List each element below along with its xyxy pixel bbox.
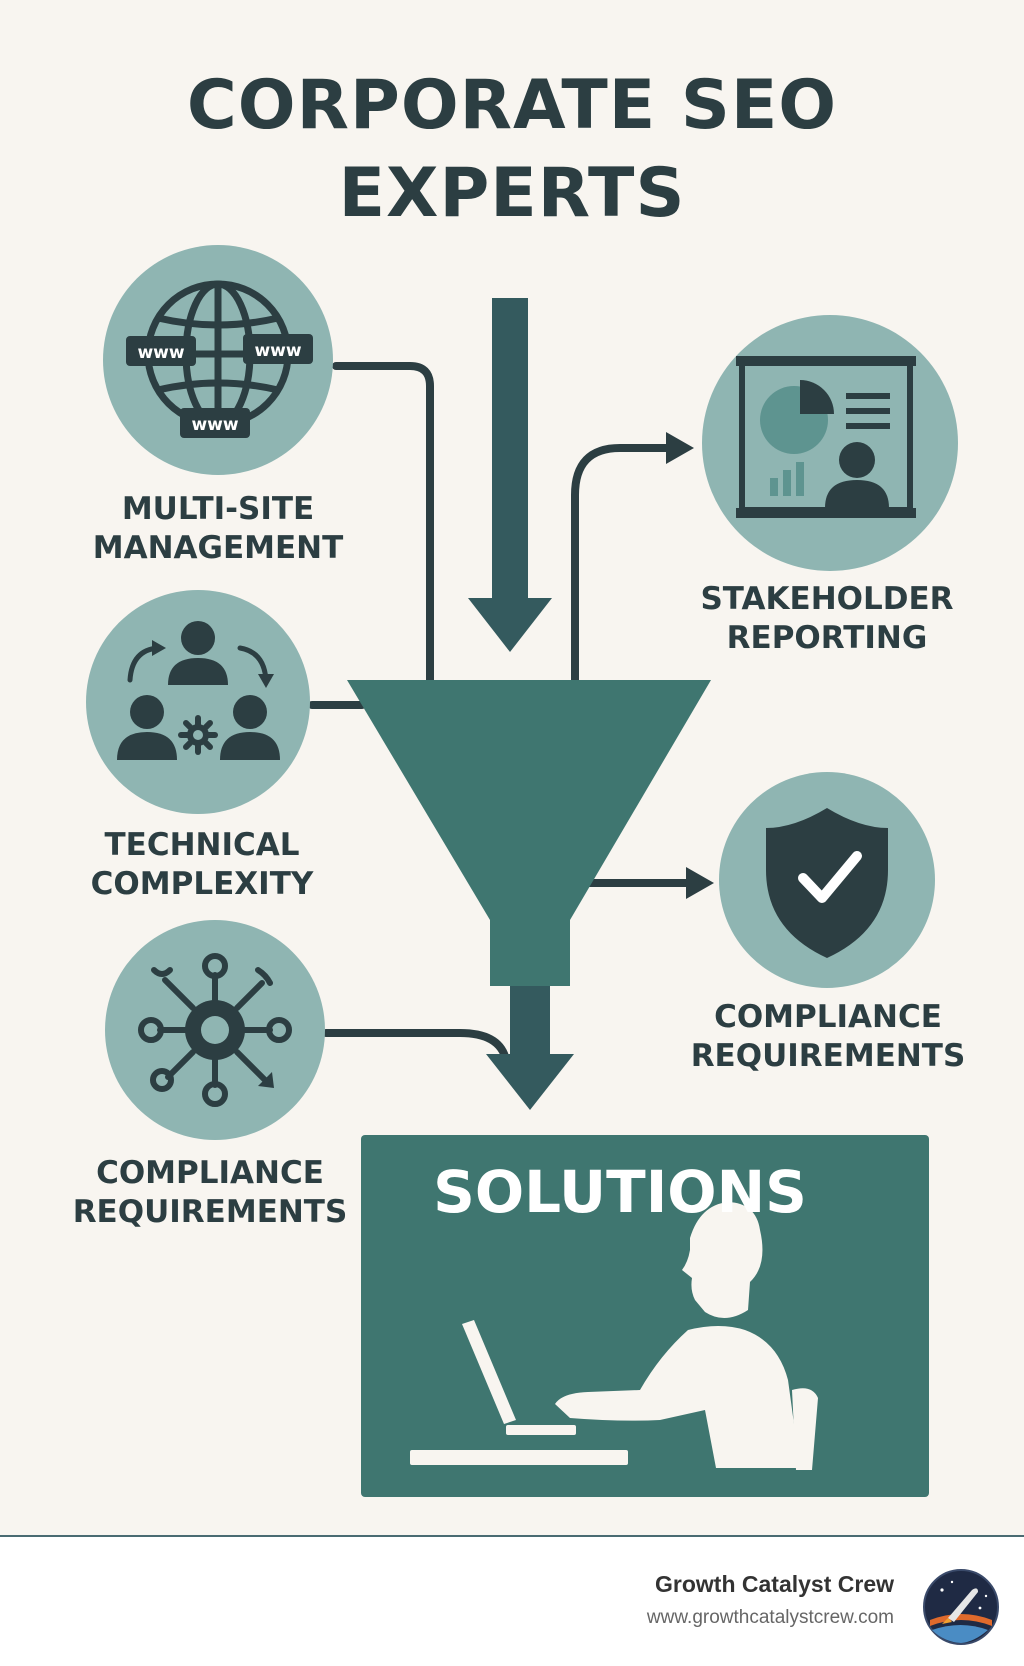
rocket-logo-icon	[923, 1569, 999, 1645]
label-compliance-output-line-1: COMPLIANCE	[714, 999, 942, 1035]
label-stakeholder: STAKEHOLDER REPORTING	[672, 580, 982, 658]
label-compliance-input-line-2: REQUIREMENTS	[72, 1194, 348, 1230]
funnel-output-shaft	[510, 986, 550, 1056]
label-technical-line-2: COMPLEXITY	[90, 866, 314, 902]
label-multisite-line-1: MULTI-SITE	[121, 491, 315, 527]
globe-www-icon: www www www	[126, 280, 313, 438]
connector-compliance-input	[322, 1029, 510, 1064]
label-compliance-output: COMPLIANCE REQUIREMENTS	[658, 998, 998, 1076]
title-line-2: EXPERTS	[338, 154, 686, 233]
label-stakeholder-line-1: STAKEHOLDER	[700, 581, 954, 617]
page-title: CORPORATE SEO EXPERTS	[0, 62, 1024, 238]
label-multisite-line-2: MANAGEMENT	[92, 530, 344, 566]
www-badge-bottom: www	[191, 415, 238, 435]
main-arrow-head	[468, 598, 552, 652]
www-badge-left: www	[137, 343, 184, 363]
label-compliance-input-line-1: COMPLIANCE	[96, 1155, 324, 1191]
funnel-spout	[490, 918, 570, 986]
footer	[0, 1537, 1024, 1666]
arrowhead-stakeholder	[666, 432, 694, 464]
arrowhead-compliance-output	[686, 867, 714, 899]
main-arrow-shaft	[492, 298, 528, 600]
label-stakeholder-line-2: REPORTING	[726, 620, 928, 656]
shield-check-icon	[766, 808, 888, 958]
www-badge-right: www	[254, 341, 301, 361]
label-multisite: MULTI-SITE MANAGEMENT	[68, 490, 368, 568]
person-at-laptop-icon	[410, 1202, 818, 1470]
brand-name: Growth Catalyst Crew	[655, 1571, 894, 1597]
label-compliance-input: COMPLIANCE REQUIREMENTS	[40, 1154, 380, 1232]
funnel-output-arrowhead	[486, 1054, 574, 1110]
team-workflow-icon	[117, 621, 280, 760]
connector-stakeholder	[571, 444, 684, 684]
title-line-1: CORPORATE SEO	[186, 66, 838, 145]
brand-url[interactable]: www.growthcatalystcrew.com	[646, 1607, 894, 1628]
network-hub-icon	[138, 953, 292, 1107]
funnel	[347, 680, 711, 920]
solutions-label: SOLUTIONS	[433, 1158, 807, 1226]
label-technical: TECHNICAL COMPLEXITY	[52, 826, 352, 904]
connector-multisite	[332, 362, 434, 684]
presentation-board-icon	[736, 356, 916, 518]
label-technical-line-1: TECHNICAL	[104, 827, 300, 863]
footer-divider	[0, 1535, 1024, 1537]
label-compliance-output-line-2: REQUIREMENTS	[690, 1038, 966, 1074]
